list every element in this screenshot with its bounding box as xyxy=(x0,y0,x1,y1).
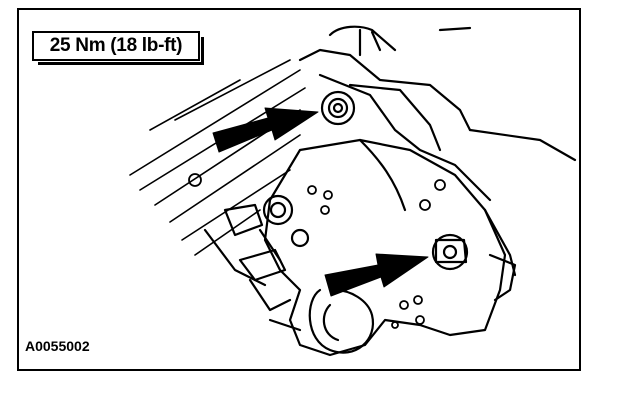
bracket-plate xyxy=(263,138,517,357)
lower-bolt xyxy=(431,233,469,271)
lower-cutout xyxy=(308,288,375,354)
bracket-holes xyxy=(188,173,446,329)
engine-lower-details xyxy=(203,203,302,332)
arrow-icon xyxy=(212,107,429,297)
upper-bolt xyxy=(320,90,356,126)
torque-callout: 25 Nm (18 lb-ft) xyxy=(32,31,204,65)
figure-frame xyxy=(17,8,581,371)
upper-housing xyxy=(298,25,577,202)
engine-block-lines xyxy=(129,59,306,256)
middle-bolt xyxy=(262,194,310,248)
figure-id: A0055002 xyxy=(25,338,90,354)
torque-label: 25 Nm (18 lb-ft) xyxy=(49,35,183,56)
